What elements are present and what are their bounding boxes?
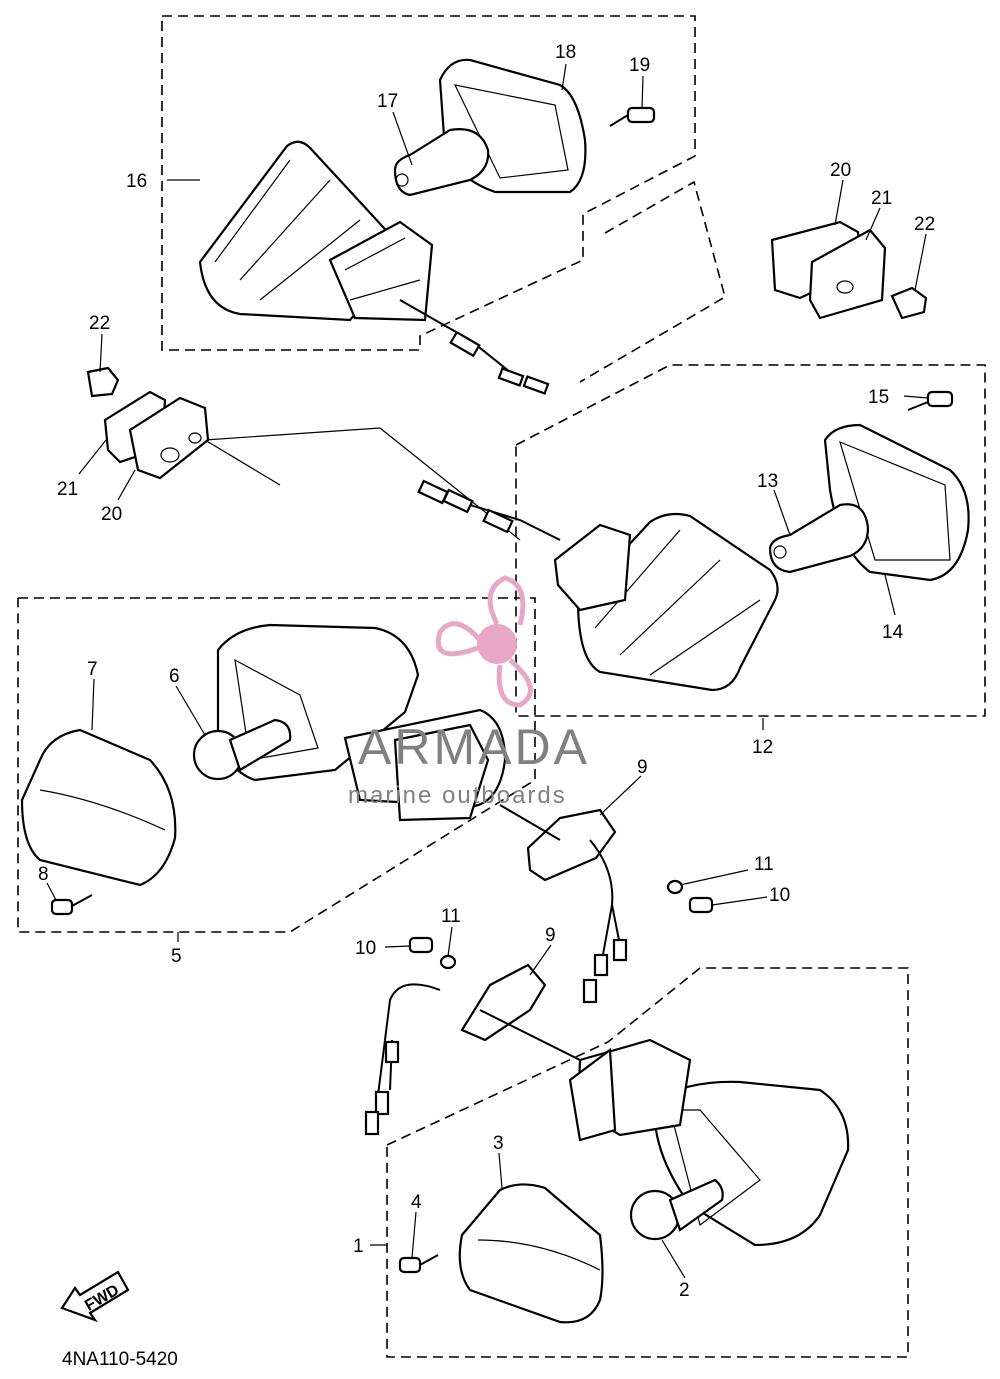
callout-2: 2	[679, 1280, 690, 1301]
callout-1: 1	[353, 1236, 364, 1257]
callout-12: 12	[752, 737, 773, 758]
callout-6: 6	[169, 666, 180, 687]
callout-10a: 10	[769, 885, 790, 906]
watermark-tagline: marine outboards	[348, 782, 567, 809]
assembly-5-boundary	[17, 597, 536, 933]
callout-9b: 9	[545, 925, 556, 946]
callout-9a: 9	[637, 757, 648, 778]
mount-set-left	[86, 366, 210, 480]
callout-19: 19	[629, 55, 650, 76]
assembly-16-boundary	[161, 15, 696, 351]
turn-signal-assembly-12	[417, 390, 970, 692]
assembly-12-boundary	[515, 364, 986, 717]
callout-13: 13	[757, 471, 778, 492]
mount-set-upper	[770, 220, 928, 320]
callout-22a: 22	[914, 214, 935, 235]
diagram-code: 4NA110-5420	[62, 1349, 178, 1370]
callout-22b: 22	[89, 313, 110, 334]
assembly-1-boundary	[386, 967, 909, 1358]
callout-leaders	[46, 63, 929, 1279]
turn-signal-assembly-5	[20, 623, 714, 1004]
callout-11a: 11	[754, 854, 774, 875]
callout-5: 5	[171, 946, 182, 967]
mount-line-left	[204, 439, 281, 486]
mount-line-right	[204, 427, 521, 541]
callout-15: 15	[868, 387, 889, 408]
callout-14: 14	[882, 622, 904, 643]
callout-11b: 11	[441, 906, 461, 927]
callout-18: 18	[555, 42, 576, 63]
callout-20b: 20	[101, 504, 122, 525]
callout-21a: 21	[871, 188, 892, 209]
callout-4: 4	[411, 1192, 422, 1213]
fwd-arrow: FWD	[60, 1270, 130, 1323]
callout-21b: 21	[57, 479, 78, 500]
callout-8: 8	[38, 864, 49, 885]
watermark: ARMADA marine outboards	[348, 575, 590, 809]
turn-signal-assembly-1	[364, 936, 850, 1324]
callout-17: 17	[377, 91, 398, 112]
turn-signal-assembly-16	[198, 58, 656, 395]
callout-20a: 20	[830, 160, 851, 181]
callout-10b: 10	[355, 938, 376, 959]
callout-16: 16	[126, 171, 147, 192]
mount-line-upper	[579, 180, 726, 383]
callout-3: 3	[493, 1133, 504, 1154]
callout-7: 7	[87, 659, 98, 680]
watermark-brand: ARMADA	[358, 719, 590, 775]
watermark-logo	[435, 575, 533, 708]
